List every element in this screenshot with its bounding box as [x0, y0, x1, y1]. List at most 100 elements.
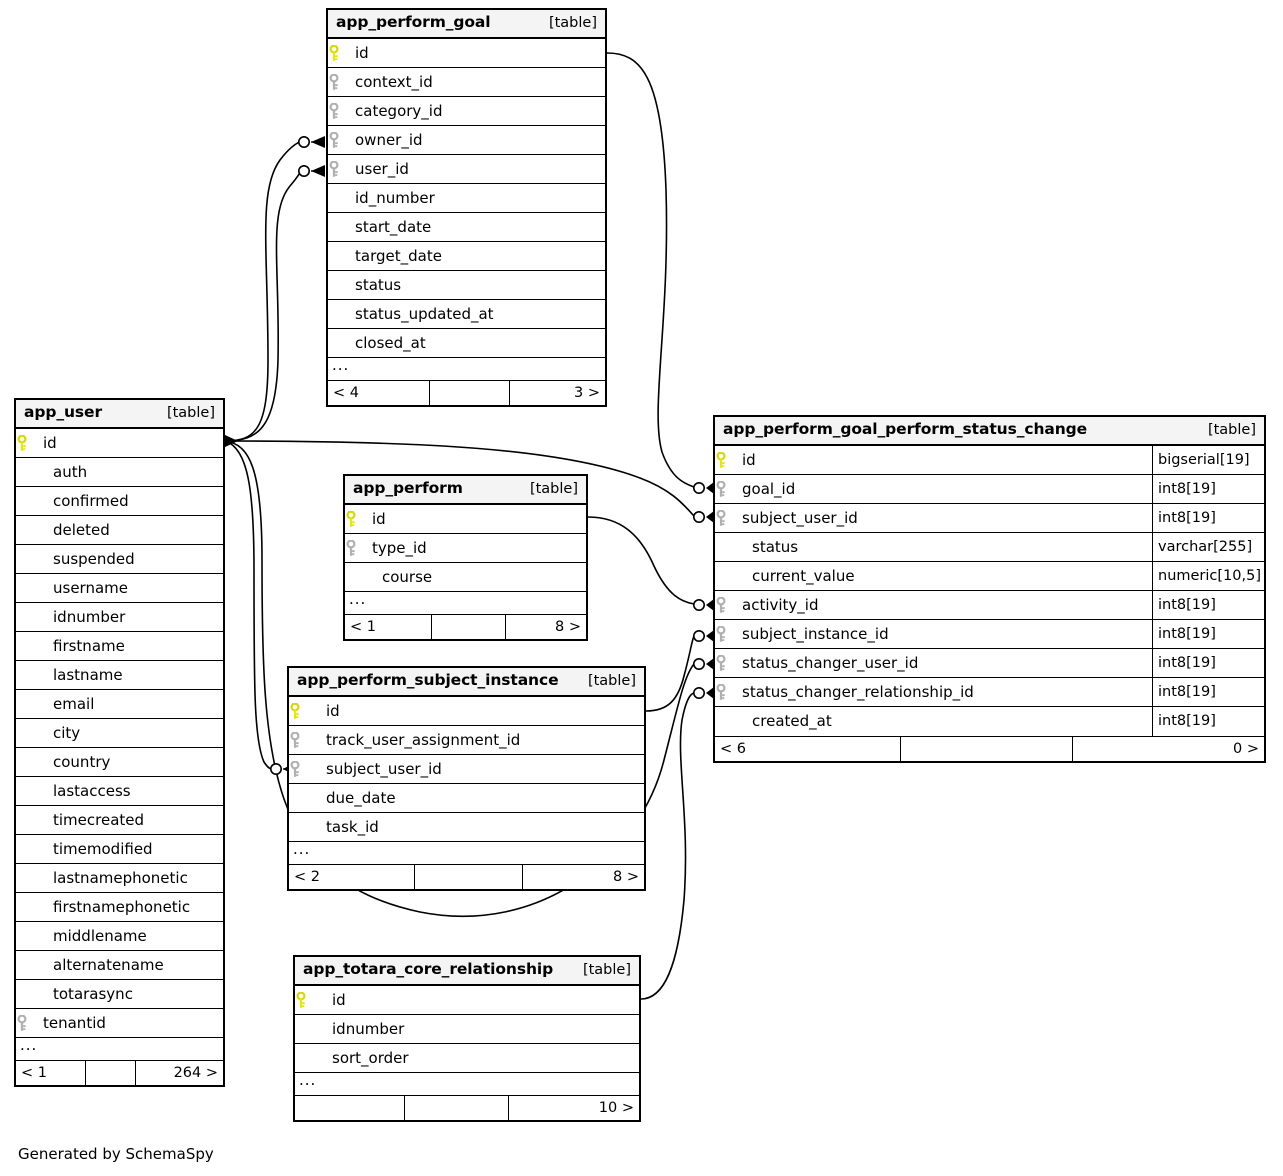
table-row[interactable]: context_id: [328, 68, 605, 97]
key-slot-empty: [715, 533, 745, 561]
table-row[interactable]: status: [328, 271, 605, 300]
footer-parents-count[interactable]: < 6: [715, 737, 901, 761]
table-row[interactable]: current_value numeric[10,5]: [715, 562, 1264, 591]
more-columns-indicator: ...: [349, 590, 367, 608]
key-slot-empty: [289, 813, 319, 841]
table-row[interactable]: middlename: [16, 922, 223, 951]
table-row[interactable]: confirmed: [16, 487, 223, 516]
column-cell: city: [53, 723, 81, 742]
table-row[interactable]: type_id: [345, 534, 586, 563]
column-cell: username: [53, 578, 128, 597]
table-app-perform-subject-instance[interactable]: app_perform_subject_instance [table] id …: [287, 666, 646, 891]
table-row[interactable]: auth: [16, 458, 223, 487]
table-row[interactable]: totarasync: [16, 980, 223, 1009]
table-row[interactable]: id: [328, 39, 605, 68]
table-row[interactable]: id_number: [328, 184, 605, 213]
footer-parents-count[interactable]: < 1: [345, 615, 432, 639]
table-row[interactable]: track_user_assignment_id: [289, 726, 644, 755]
column-type: varchar[255]: [1152, 533, 1264, 561]
footer-children-count[interactable]: 8 >: [613, 868, 639, 885]
foreign-key-icon: [16, 1009, 36, 1037]
table-row[interactable]: goal_id int8[19]: [715, 475, 1264, 504]
foreign-key-icon: [715, 591, 735, 619]
table-row[interactable]: id bigserial[19]: [715, 446, 1264, 475]
column-cell: current_value: [752, 566, 855, 585]
footer-parents-count[interactable]: < 2: [289, 865, 415, 889]
column-cell: created_at: [752, 712, 832, 730]
footer-children-count[interactable]: 3 >: [574, 384, 600, 401]
column-cell: auth: [53, 462, 88, 481]
table-row[interactable]: start_date: [328, 213, 605, 242]
footer-children-count[interactable]: 264 >: [173, 1064, 218, 1081]
table-row[interactable]: status_updated_at: [328, 300, 605, 329]
table-row[interactable]: course: [345, 563, 586, 592]
table-title: app_perform: [353, 479, 463, 498]
table-row[interactable]: task_id: [289, 813, 644, 842]
key-slot-empty: [345, 563, 375, 591]
table-row[interactable]: firstnamephonetic: [16, 893, 223, 922]
table-row[interactable]: due_date: [289, 784, 644, 813]
table-row[interactable]: email: [16, 690, 223, 719]
table-row[interactable]: suspended: [16, 545, 223, 574]
footer-children-count[interactable]: 8 >: [555, 618, 581, 635]
table-row[interactable]: created_at int8[19]: [715, 707, 1264, 736]
column-cell: lastnamephonetic: [53, 868, 188, 887]
table-row[interactable]: idnumber: [16, 603, 223, 632]
table-row[interactable]: lastnamephonetic: [16, 864, 223, 893]
table-row[interactable]: alternatename: [16, 951, 223, 980]
footer-parents-count[interactable]: [295, 1096, 405, 1120]
table-row[interactable]: firstname: [16, 632, 223, 661]
table-row[interactable]: owner_id: [328, 126, 605, 155]
table-row[interactable]: id: [345, 505, 586, 534]
column-cell: activity_id: [742, 595, 819, 614]
column-cell: confirmed: [53, 491, 129, 510]
table-row[interactable]: subject_user_id int8[19]: [715, 504, 1264, 533]
footer-children-count[interactable]: 0 >: [1233, 740, 1259, 757]
table-row[interactable]: id: [289, 697, 644, 726]
table-row[interactable]: lastname: [16, 661, 223, 690]
table-row[interactable]: timecreated: [16, 806, 223, 835]
table-row[interactable]: id: [16, 429, 223, 458]
table-row[interactable]: id: [295, 986, 639, 1015]
footer-middle: [86, 1061, 136, 1085]
table-app-perform[interactable]: app_perform [table] id type_id course ..…: [343, 474, 588, 641]
table-row[interactable]: category_id: [328, 97, 605, 126]
table-app-totara-core-relationship[interactable]: app_totara_core_relationship [table] id …: [293, 955, 641, 1122]
table-app-user[interactable]: app_user [table] id auth confirmed delet…: [14, 398, 225, 1087]
column-cell: timemodified: [53, 839, 153, 858]
table-row[interactable]: activity_id int8[19]: [715, 591, 1264, 620]
table-row[interactable]: status_changer_user_id int8[19]: [715, 649, 1264, 678]
table-row[interactable]: username: [16, 574, 223, 603]
table-app-perform-goal[interactable]: app_perform_goal [table] id context_id c…: [326, 8, 607, 407]
key-slot-empty: [16, 661, 46, 689]
column-cell: id: [742, 450, 756, 469]
table-row[interactable]: city: [16, 719, 223, 748]
table-columns: id context_id category_id owner_id user_…: [328, 39, 605, 380]
footer-parents-count[interactable]: < 4: [328, 381, 430, 405]
table-row[interactable]: status varchar[255]: [715, 533, 1264, 562]
column-cell: id: [355, 43, 369, 62]
table-row[interactable]: user_id: [328, 155, 605, 184]
table-row[interactable]: tenantid: [16, 1009, 223, 1038]
table-row[interactable]: status_changer_relationship_id int8[19]: [715, 678, 1264, 707]
column-cell: totarasync: [53, 984, 133, 1003]
column-cell: user_id: [355, 159, 409, 178]
primary-key-icon: [328, 39, 348, 67]
table-row[interactable]: subject_instance_id int8[19]: [715, 620, 1264, 649]
table-row[interactable]: idnumber: [295, 1015, 639, 1044]
table-app-perform-goal-perform-status-change[interactable]: app_perform_goal_perform_status_change […: [713, 415, 1266, 763]
table-row[interactable]: lastaccess: [16, 777, 223, 806]
table-row[interactable]: country: [16, 748, 223, 777]
column-cell: tenantid: [43, 1013, 106, 1032]
table-columns: id bigserial[19] goal_id int8[19] subjec…: [715, 446, 1264, 736]
table-row[interactable]: deleted: [16, 516, 223, 545]
table-row[interactable]: sort_order: [295, 1044, 639, 1073]
primary-key-icon: [345, 505, 365, 533]
table-row[interactable]: timemodified: [16, 835, 223, 864]
foreign-key-icon: [328, 126, 348, 154]
footer-parents-count[interactable]: < 1: [16, 1061, 86, 1085]
footer-children-count[interactable]: 10 >: [598, 1099, 634, 1116]
table-row[interactable]: subject_user_id: [289, 755, 644, 784]
table-row[interactable]: closed_at: [328, 329, 605, 358]
table-row[interactable]: target_date: [328, 242, 605, 271]
